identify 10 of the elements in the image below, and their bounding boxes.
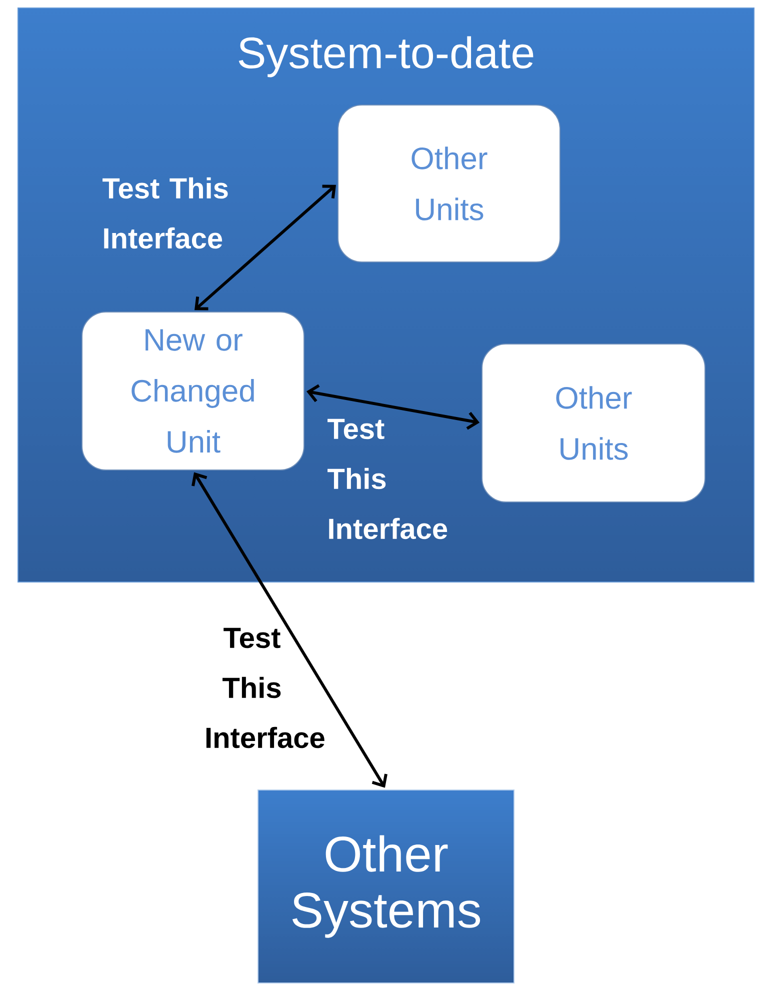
edge-label: Test This Interface bbox=[206, 628, 324, 748]
edge-label: Test This Interface bbox=[328, 418, 448, 540]
unit-box: Other Units bbox=[338, 104, 560, 262]
edge-label: Test This Interface bbox=[102, 177, 228, 249]
unit-box: New or Changed Unit bbox=[82, 312, 304, 470]
double-arrow bbox=[194, 184, 336, 310]
unit-box: Other Units bbox=[482, 344, 706, 502]
double-arrow bbox=[192, 472, 388, 788]
double-arrow bbox=[306, 384, 480, 430]
system-box: Other Systems bbox=[258, 790, 514, 984]
